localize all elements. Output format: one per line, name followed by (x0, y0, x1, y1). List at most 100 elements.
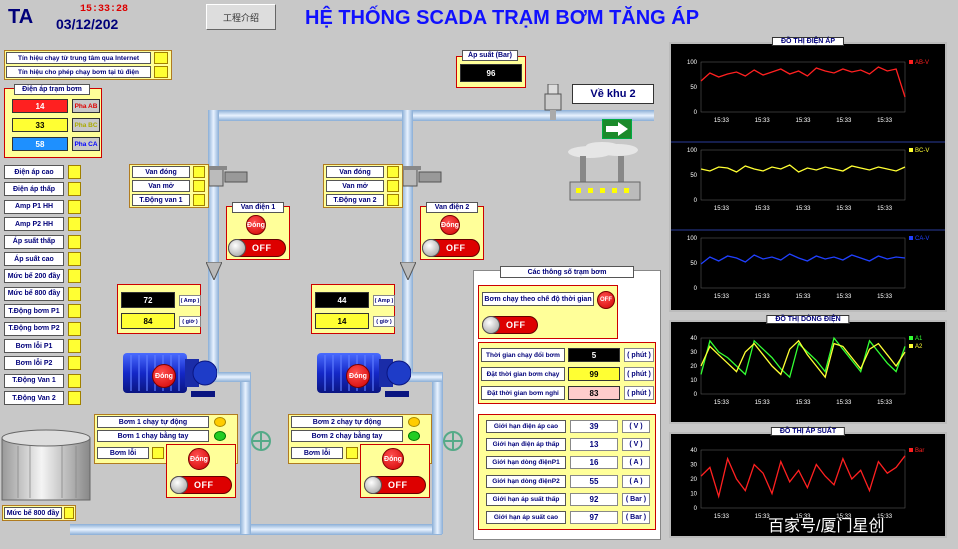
hand-valve-2-icon[interactable] (442, 430, 464, 452)
zone-2-arrow-button[interactable] (602, 119, 632, 139)
intro-button[interactable]: 工程介绍 (206, 4, 276, 30)
auto-run-label: Bơm 2 chạy tự động (291, 416, 403, 428)
pump-stop-button[interactable]: Đóng (188, 448, 210, 470)
limit-label: Giới hạn dòng điệnP1 (486, 456, 566, 470)
alarm-row: T.Động bơm P1 (4, 304, 81, 319)
alarm-indicator (68, 339, 81, 353)
alarm-row: T.Động bơm P2 (4, 321, 81, 336)
hand-valve-1-icon[interactable] (250, 430, 272, 452)
y-tick-label: 20 (690, 477, 697, 483)
limit-value[interactable]: 13 (570, 438, 618, 452)
x-tick-label: 15:33 (877, 514, 893, 520)
alarm-row: Áp suất cao (4, 252, 81, 266)
limit-value[interactable]: 39 (570, 420, 618, 433)
pump-stop-button[interactable]: Đóng (382, 448, 404, 470)
alarm-label: Amp P2 HH (4, 217, 64, 232)
manual-valve-1-icon (205, 166, 248, 187)
alarm-indicator (68, 373, 81, 388)
pump-fault-indicator (346, 447, 358, 459)
x-tick-label: 15:33 (795, 118, 811, 124)
x-tick-label: 15:33 (755, 400, 771, 406)
limit-value[interactable]: 55 (570, 474, 618, 488)
limit-value[interactable]: 97 (570, 511, 618, 524)
alarm-label: T.Động Van 1 (4, 373, 64, 388)
pressure-chart-title: ĐỒ THỊ ÁP SUẤT (770, 427, 846, 436)
series-line (700, 339, 906, 379)
voltage-phase-label: Pha AB (72, 99, 100, 113)
series-line (700, 164, 906, 173)
alarm-row: Amp P2 HH (4, 217, 81, 232)
pump-fault-label: Bơm lỗi (291, 447, 343, 459)
brand: TA (8, 6, 34, 28)
zone-2-button[interactable]: Về khu 2 (572, 84, 654, 104)
valve-stop-button[interactable]: Đóng (440, 215, 460, 235)
tank-level-indicator (64, 507, 74, 519)
series-line (700, 455, 906, 499)
amp-value: 44 (315, 292, 369, 308)
legend-label: A2 (915, 344, 923, 350)
motor-stop-button[interactable]: Đóng (346, 364, 370, 388)
valve-close-label: Van đóng (132, 166, 190, 178)
manual-valve-2-icon (399, 166, 442, 187)
param-value[interactable]: 5 (568, 348, 620, 362)
timer-mode-button[interactable]: OFF (597, 291, 615, 309)
signal-local-indicator (154, 66, 168, 78)
param-label: Đặt thời gian bơm nghỉ (481, 386, 565, 400)
alarm-row: T.Động Van 2 (4, 391, 81, 406)
voltage-value: 14 (12, 99, 68, 113)
pump-fault-label: Bơm lỗi (97, 447, 149, 459)
suction-1-h (210, 372, 250, 382)
limit-label: Giới hạn áp suất cao (486, 511, 566, 524)
y-tick-label: 50 (690, 85, 697, 91)
pressure-sensor-icon (544, 84, 562, 120)
pump-toggle[interactable]: OFF (170, 476, 232, 494)
x-tick-label: 15:33 (836, 294, 852, 300)
x-tick-label: 15:33 (877, 206, 893, 212)
params-title: Các thông số trạm bơm (500, 266, 634, 278)
valve-auto-indicator (193, 194, 205, 206)
y-tick-label: 30 (690, 463, 697, 469)
plot-area (700, 237, 906, 289)
param-value[interactable]: 83 (568, 386, 620, 400)
alarm-row: Áp suất thấp (4, 234, 81, 249)
y-tick-label: 40 (690, 448, 697, 454)
x-tick-label: 15:33 (877, 294, 893, 300)
toggle-knob (422, 239, 440, 257)
alarm-label: Bơm lỗi P2 (4, 356, 64, 371)
x-tick-label: 15:33 (795, 400, 811, 406)
limit-value[interactable]: 92 (570, 492, 618, 506)
alarm-indicator (68, 252, 81, 266)
param-label: Đặt thời gian bơm chạy (481, 367, 565, 381)
limit-label: Giới hạn điện áp cao (486, 420, 566, 433)
valve-open-indicator (387, 180, 399, 192)
pump-toggle[interactable]: OFF (364, 476, 426, 494)
param-label: Thời gian chạy đổi bơm (481, 348, 565, 362)
hours-value: 84 (121, 313, 175, 329)
valve-toggle[interactable]: OFF (422, 239, 480, 257)
valve-toggle[interactable]: OFF (228, 239, 286, 257)
limit-unit: ( Bar ) (622, 511, 650, 524)
limit-value[interactable]: 16 (570, 456, 618, 470)
series-line (700, 336, 906, 379)
signal-internet: Tín hiệu chạy từ trung tâm qua Internet (6, 52, 151, 64)
y-tick-label: 0 (694, 392, 698, 398)
factory-icon (568, 142, 641, 201)
alarm-label: T.Động bơm P2 (4, 321, 64, 336)
y-tick-label: 100 (687, 236, 698, 242)
y-tick-label: 0 (694, 286, 698, 292)
limit-unit: ( Bar ) (622, 492, 650, 506)
valve-stop-button[interactable]: Đóng (246, 215, 266, 235)
clock-time: 15:33:28 (80, 4, 129, 15)
timer-mode-toggle[interactable]: OFF (482, 316, 538, 334)
motor-stop-button[interactable]: Đóng (152, 364, 176, 388)
check-valve-2-icon (400, 262, 416, 280)
legend-swatch (909, 148, 913, 152)
alarm-indicator (68, 217, 81, 232)
toggle-knob (170, 476, 188, 494)
voltage-phase-label: Pha CA (72, 137, 100, 151)
x-tick-label: 15:33 (714, 400, 730, 406)
y-tick-label: 50 (690, 173, 697, 179)
alarm-indicator (68, 199, 81, 214)
param-value[interactable]: 99 (568, 367, 620, 381)
